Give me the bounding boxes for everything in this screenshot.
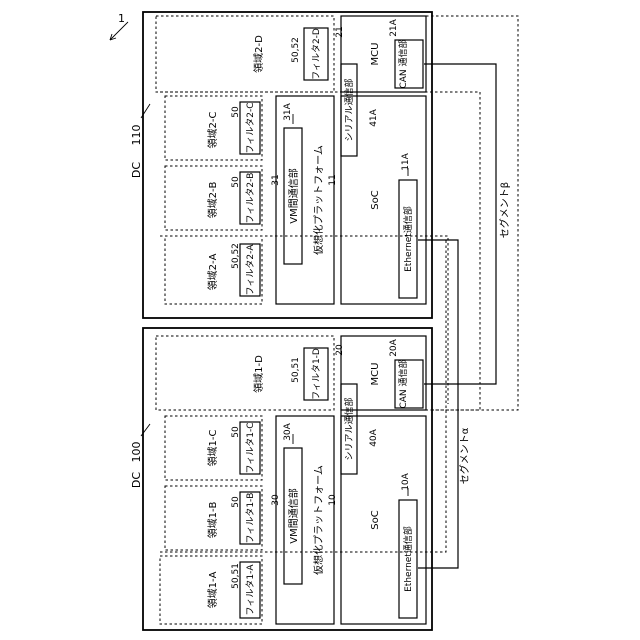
vm-comm-30-label: VM間通信部 bbox=[287, 488, 300, 543]
virt-platform-11 bbox=[276, 96, 334, 304]
dc-110-frame bbox=[143, 12, 432, 318]
region-2a-label: 領域2-A bbox=[206, 253, 219, 290]
can-20a-ref: 20A bbox=[389, 338, 399, 356]
soc-40-label: SoC bbox=[370, 510, 381, 529]
soc-40-ref: 40A bbox=[369, 428, 379, 446]
dc-110-ref: 110 bbox=[130, 125, 143, 146]
virt-platform-11-label: 仮想化プラットフォーム bbox=[312, 145, 325, 255]
segment-beta-label: セグメントβ bbox=[498, 182, 511, 238]
dc-100: DC 100 領域1-D 50,51 フィルタ1-D 領域1-C 50 フィルタ… bbox=[130, 328, 432, 630]
virt-platform-31-ref: 31 bbox=[271, 174, 281, 185]
region-1d bbox=[156, 336, 334, 410]
dc-100-ref: 100 bbox=[130, 442, 143, 463]
serial-comm-upper-label: シリアル通信部 bbox=[343, 79, 355, 142]
vm-comm-31-label: VM間通信部 bbox=[287, 168, 300, 223]
region-1b-label: 領域1-B bbox=[206, 501, 219, 538]
region-1c-label: 領域1-C bbox=[206, 430, 219, 467]
region-1a-label: 領域1-A bbox=[206, 571, 219, 608]
soc-41-label: SoC bbox=[370, 190, 381, 209]
region-1d-label: 領域1-D bbox=[252, 355, 265, 393]
filter-2c-label: フィルタ2-C bbox=[245, 102, 256, 153]
mcu-20-ref: 20 bbox=[335, 344, 345, 356]
region-2b-label: 領域2-B bbox=[206, 181, 219, 218]
region-2d-ref: 50,52 bbox=[291, 37, 301, 63]
dc-110: DC 110 領域2-D 50,52 フィルタ2-D 領域2-C 50 フィルタ… bbox=[130, 12, 432, 318]
can-21a-ref: 21A bbox=[389, 18, 399, 36]
filter-1b-label: フィルタ1-B bbox=[245, 493, 256, 544]
soc-41-ref: 41A bbox=[369, 108, 379, 126]
dc-100-label: DC bbox=[130, 472, 143, 488]
virt-platform-30-ref: 30 bbox=[271, 494, 281, 506]
vm-comm-30-ref: 30A bbox=[283, 422, 293, 440]
region-1d-ref: 50,51 bbox=[291, 357, 301, 383]
region-2d-label: 領域2-D bbox=[252, 35, 265, 73]
mcu-21-label: MCU bbox=[370, 43, 381, 66]
virt-platform-10 bbox=[276, 416, 334, 624]
ethernet-11a-label: Ethernet通信部 bbox=[402, 206, 414, 272]
segment-alpha-line bbox=[418, 240, 458, 568]
segment-beta-line bbox=[424, 64, 496, 384]
virt-platform-11-ref: 11 bbox=[328, 174, 338, 185]
mcu-20-label: MCU bbox=[370, 363, 381, 386]
virt-platform-10-label: 仮想化プラットフォーム bbox=[312, 465, 325, 575]
segment-alpha-label: セグメントα bbox=[458, 427, 471, 484]
can-21a-label: CAN 通信部 bbox=[397, 39, 409, 88]
filter-2d-label: フィルタ2-D bbox=[311, 28, 322, 80]
ethernet-11a-ref: 11A bbox=[401, 152, 411, 170]
ethernet-10a-ref: 10A bbox=[401, 472, 411, 490]
mcu-21-ref: 21 bbox=[335, 26, 345, 37]
serial-comm-lower-label: シリアル通信部 bbox=[343, 398, 355, 461]
figure-number: 1 bbox=[118, 12, 125, 25]
filter-1c-label: フィルタ1-C bbox=[245, 422, 256, 473]
can-20a-label: CAN 通信部 bbox=[397, 359, 409, 408]
ethernet-10a-label: Ethernet通信部 bbox=[402, 526, 414, 592]
filter-1d-label: フィルタ1-D bbox=[311, 348, 322, 400]
filter-1a-label: フィルタ1-A bbox=[245, 564, 256, 616]
vm-comm-31-ref: 31A bbox=[283, 102, 293, 120]
region-2c-label: 領域2-C bbox=[206, 112, 219, 149]
dc-100-frame bbox=[143, 328, 432, 630]
filter-2a-label: フィルタ2-A bbox=[245, 244, 256, 296]
filter-2b-label: フィルタ2-B bbox=[245, 173, 256, 224]
virt-platform-10-ref: 10 bbox=[328, 494, 338, 506]
dc-110-label: DC bbox=[130, 162, 143, 178]
